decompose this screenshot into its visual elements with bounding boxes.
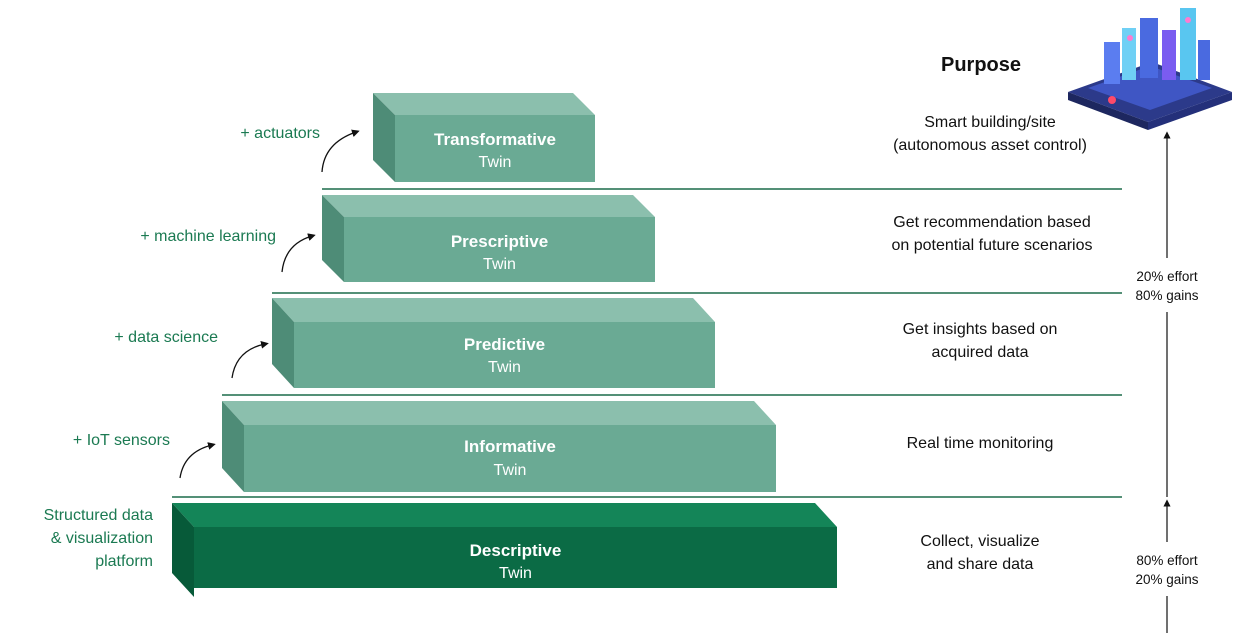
curved-arrow-icon [179,442,216,479]
effort-line: 80% effort [1136,553,1198,568]
purpose-description: Get insights based on acquired data [860,318,1100,364]
twin-title: Prescriptive [450,232,549,251]
purpose-line: on potential future scenarios [891,237,1093,254]
purpose-line: Get recommendation based [893,214,1091,231]
purpose-description: Get recommendation based on potential fu… [842,211,1142,257]
descriptive-block-side [172,503,194,597]
twin-subtitle: Twin [478,154,512,171]
transformative-block [373,93,595,182]
effort-label-lower: 80% effort 20% gains [1112,551,1222,589]
purpose-line: Collect, visualize [920,533,1040,550]
twin-subtitle: Twin [499,565,532,582]
effort-line: 20% gains [1135,572,1199,587]
descriptive-block-top [172,503,837,527]
informative-block-front [244,425,776,492]
predictive-block-front [294,322,715,388]
descriptive-block [172,503,837,597]
informative-block [222,401,776,492]
prescriptive-block-top [322,195,655,217]
transformative-block-side [373,93,395,182]
descriptive-block-front [194,527,837,588]
enabler-line: Structured data [43,507,153,524]
curved-arrow-icon [231,340,269,379]
purpose-description: Collect, visualize and share data [860,530,1100,576]
curved-arrow-icon [321,129,360,173]
enabler-label-structured-data: Structured data & visualization platform [0,504,153,573]
purpose-line: Get insights based on [902,321,1058,338]
enabler-arrows [179,129,360,479]
level-dividers [172,188,1122,498]
twin-subtitle: Twin [493,462,527,479]
twin-title: Predictive [463,335,546,354]
twin-title: Descriptive [469,541,562,560]
curved-arrow-icon [281,233,316,273]
predictive-block [272,298,715,388]
enabler-label-iot-sensors: + IoT sensors [72,432,170,449]
purpose-line: acquired data [931,344,1029,361]
transformative-block-top [373,93,595,115]
informative-block-top [222,401,776,425]
purpose-line: (autonomous asset control) [893,137,1087,154]
purpose-line: and share data [926,556,1034,573]
enabler-line: & visualization [50,530,153,547]
twin-subtitle: Twin [483,256,516,273]
enabler-label-data-science: + data science [114,329,218,346]
purpose-line: Smart building/site [924,114,1056,131]
purpose-description: Real time monitoring [860,432,1100,455]
purpose-line: Real time monitoring [906,435,1054,452]
predictive-block-top [272,298,715,322]
purpose-heading: Purpose [940,54,1022,76]
twin-title: Informative [464,437,556,456]
enabler-line: platform [95,553,153,570]
enabler-label-actuators: + actuators [240,125,320,142]
informative-block-side [222,401,244,492]
transformative-block-front [395,115,595,182]
prescriptive-block-side [322,195,344,282]
effort-line: 80% gains [1135,288,1199,303]
effort-label-upper: 20% effort 80% gains [1112,267,1222,305]
twin-title: Transformative [434,130,556,149]
twin-subtitle: Twin [488,359,521,376]
prescriptive-block-front [344,217,655,282]
enabler-label-machine-learning: + machine learning [140,228,276,245]
effort-line: 20% effort [1136,269,1198,284]
purpose-description: Smart building/site (autonomous asset co… [870,111,1110,157]
predictive-block-side [272,298,294,388]
prescriptive-block [322,195,655,282]
smart-city-icon [1068,8,1232,130]
